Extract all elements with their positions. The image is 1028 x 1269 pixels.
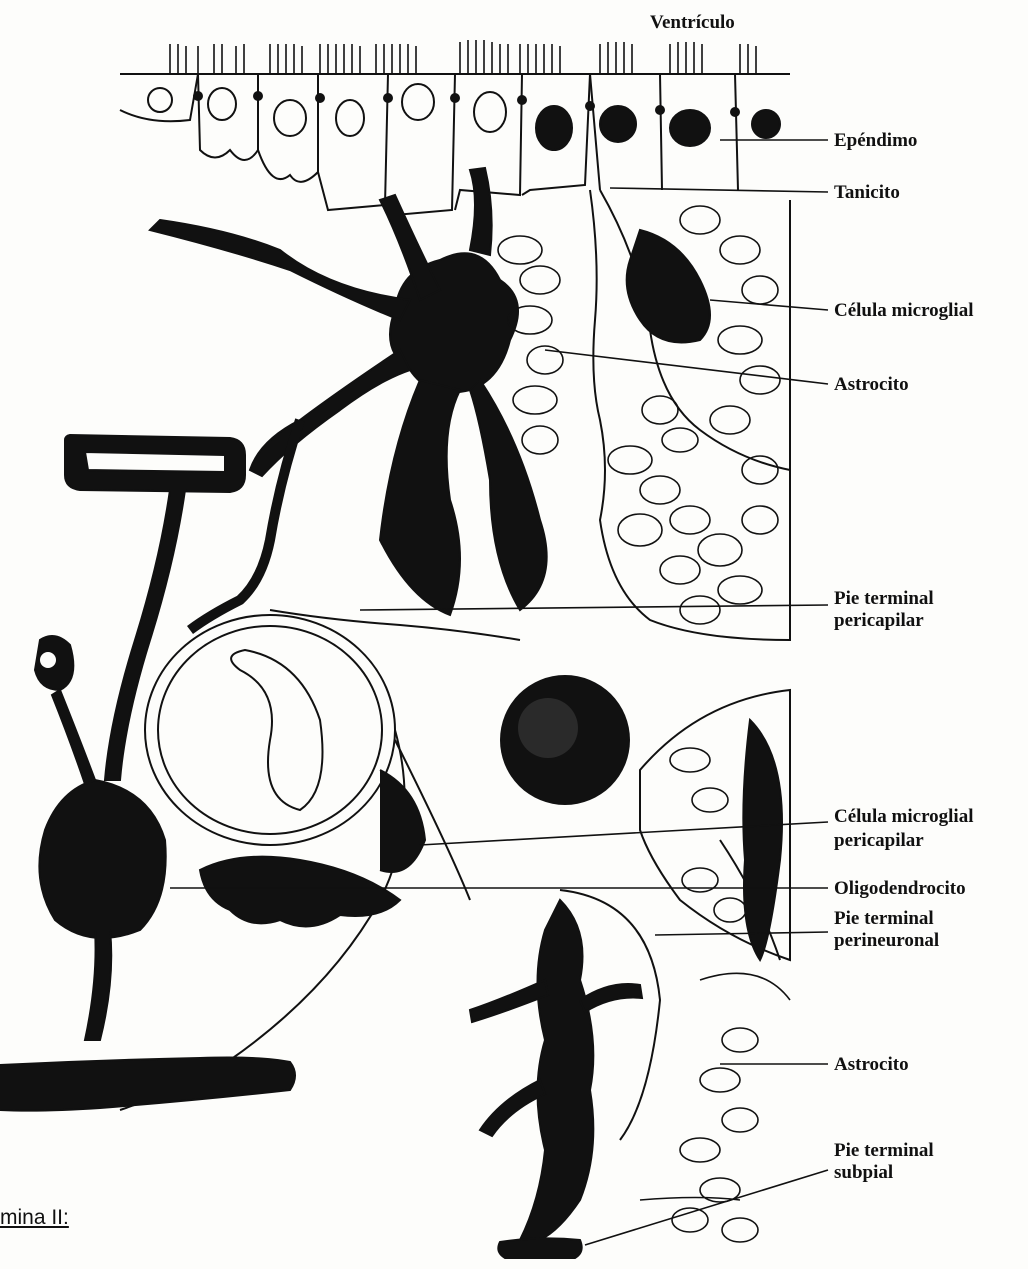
label-oligodendrocito: Oligodendrocito (834, 878, 966, 899)
neuron-left (0, 435, 295, 1111)
label-pie-perineuronal-1: Pie terminal (834, 908, 934, 929)
label-tanicito: Tanicito (834, 182, 900, 203)
upper-astrocyte (150, 168, 547, 615)
label-astrocito-upper: Astrocito (834, 374, 909, 395)
label-astrocito-lower: Astrocito (834, 1054, 909, 1075)
label-ventriculo: Ventrículo (650, 12, 735, 33)
caption-lamina: mina II: (0, 1206, 69, 1230)
label-pie-subpial-1: Pie terminal (834, 1140, 934, 1161)
label-pie-subpial-2: subpial (834, 1162, 893, 1183)
label-microglial-pericapilar-2: pericapilar (834, 830, 924, 851)
lower-astrocyte (470, 900, 642, 1258)
label-microglial-pericapilar-1: Célula microglial (834, 806, 974, 827)
microglial-pericapilar-body (743, 720, 782, 960)
label-pie-pericapilar-2: pericapilar (834, 610, 924, 631)
label-pie-perineuronal-2: perineuronal (834, 930, 939, 951)
cilia (170, 40, 756, 74)
label-pie-pericapilar-1: Pie terminal (834, 588, 934, 609)
capillary (120, 610, 520, 1110)
label-celula-microglial: Célula microglial (834, 300, 974, 321)
microglial-cell-upper (627, 230, 710, 343)
label-ependimo: Epéndimo (834, 130, 917, 151)
